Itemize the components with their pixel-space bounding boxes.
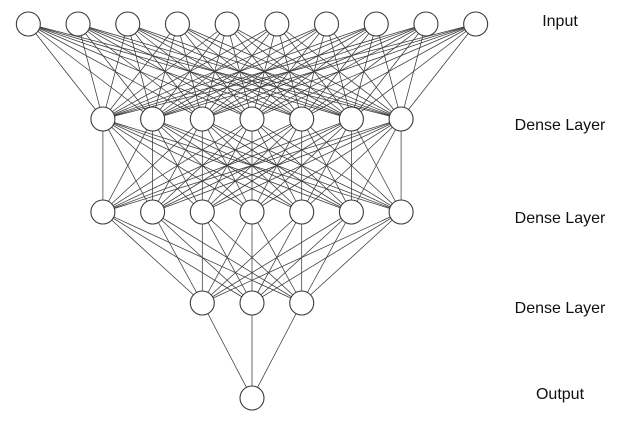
neuron-node xyxy=(189,290,215,316)
connection-edge xyxy=(301,118,402,213)
neuron-node xyxy=(388,199,414,225)
neuron-node xyxy=(239,385,265,411)
connection-edge xyxy=(102,23,476,120)
layer-label-input: Input xyxy=(542,13,578,30)
layer-label-dense-2: Dense Layer xyxy=(514,210,606,227)
neuron-node xyxy=(289,199,315,225)
neuron-node xyxy=(463,11,489,37)
connection-edge xyxy=(102,23,327,120)
connection-edge xyxy=(102,211,203,304)
connection-edge xyxy=(28,23,104,120)
neuron-node xyxy=(214,11,240,37)
connection-edge xyxy=(152,23,476,120)
layer-label-output: Output xyxy=(535,386,585,403)
connection-edge xyxy=(202,23,476,120)
connection-edge xyxy=(202,211,402,304)
connection-edge xyxy=(301,23,476,120)
neuron-node xyxy=(413,11,439,37)
connection-edge xyxy=(102,23,427,120)
layer-label-dense-3: Dense Layer xyxy=(514,300,606,317)
neuron-node xyxy=(313,11,340,37)
connection-edge xyxy=(251,23,476,120)
neuron-node xyxy=(388,106,414,132)
layer-label-dense-1: Dense Layer xyxy=(514,117,606,134)
connection-edge xyxy=(351,118,402,213)
connection-edge xyxy=(102,23,178,120)
neuron-node xyxy=(189,199,215,225)
neuron-node xyxy=(65,11,91,37)
neuron-node xyxy=(90,199,116,225)
connection-edge xyxy=(201,211,253,304)
neuron-node xyxy=(289,290,315,316)
connection-edge xyxy=(102,23,278,120)
connections xyxy=(28,23,476,399)
neuron-node xyxy=(338,106,364,132)
neuron-node xyxy=(90,106,116,132)
connection-edge xyxy=(251,118,402,213)
connection-edge xyxy=(202,211,302,304)
neuron-node xyxy=(239,199,265,225)
neuron-node xyxy=(239,106,265,132)
neuron-node xyxy=(164,11,190,37)
connection-edge xyxy=(301,211,402,304)
neuron-node xyxy=(363,11,389,37)
connection-edge xyxy=(202,211,352,304)
connection-edge xyxy=(102,118,253,213)
connection-edge xyxy=(400,23,476,120)
neuron-node xyxy=(289,106,315,132)
connection-edge xyxy=(102,118,302,213)
neuron-node xyxy=(115,11,141,37)
neuron-node xyxy=(189,106,215,132)
neuron-node xyxy=(338,199,364,225)
connection-edge xyxy=(152,118,402,213)
connection-edge xyxy=(102,118,153,213)
connection-edge xyxy=(102,118,352,213)
connection-edge xyxy=(152,211,203,304)
connection-edge xyxy=(102,118,402,213)
neuron-node xyxy=(140,199,166,225)
connection-edge xyxy=(202,118,402,213)
neuron-node xyxy=(140,106,166,132)
neurons xyxy=(15,11,489,411)
connection-edge xyxy=(102,23,129,120)
neuron-node xyxy=(239,290,265,316)
connection-edge xyxy=(251,302,303,399)
connection-edge xyxy=(102,23,377,120)
connection-edge xyxy=(77,23,104,120)
neuron-node xyxy=(15,11,41,37)
connection-edge xyxy=(251,211,402,304)
neuron-node xyxy=(264,11,290,37)
connection-edge xyxy=(351,23,476,120)
connection-edge xyxy=(102,118,203,213)
connection-edge xyxy=(102,23,228,120)
connection-edge xyxy=(201,302,253,399)
